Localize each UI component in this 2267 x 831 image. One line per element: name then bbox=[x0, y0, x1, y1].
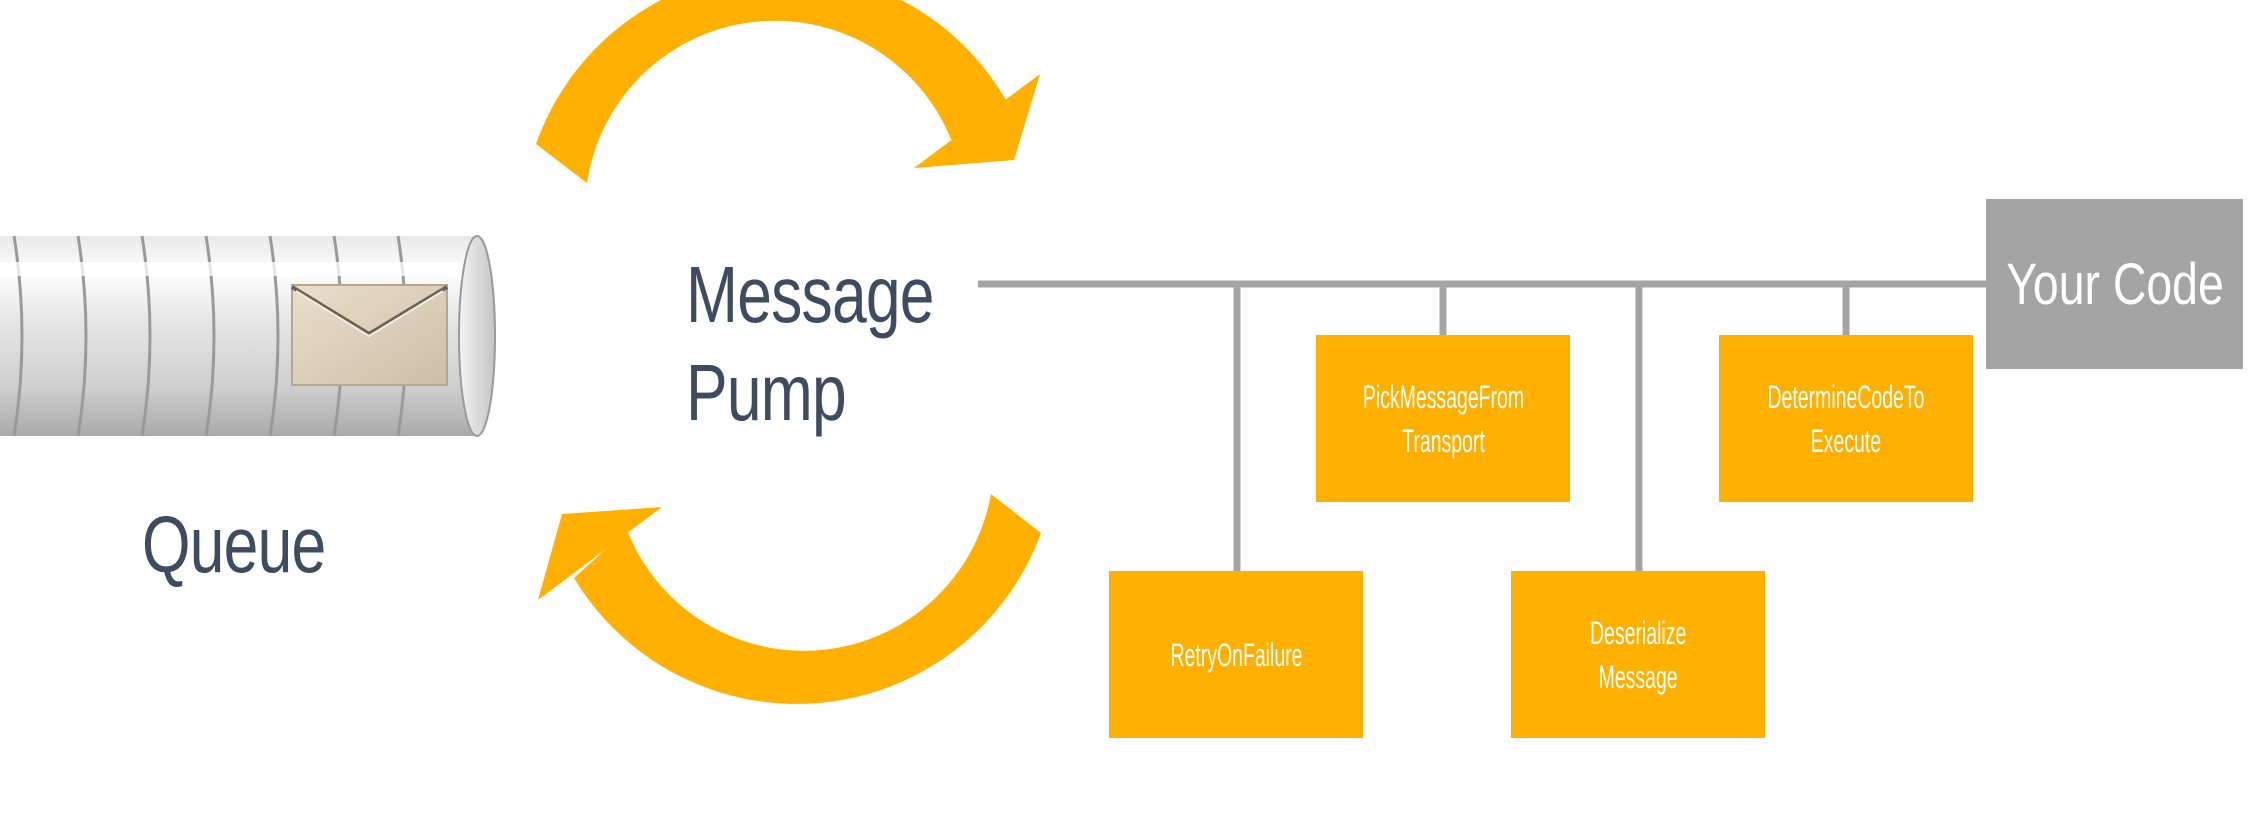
envelope-icon bbox=[290, 284, 449, 386]
step-retry-on-failure: RetryOnFailure bbox=[1109, 571, 1363, 738]
step-determine-code-to-execute: DetermineCodeTo Execute bbox=[1719, 335, 1973, 502]
step-label-line2: Execute bbox=[1810, 422, 1882, 459]
step-label-line1: PickMessageFrom bbox=[1362, 378, 1524, 415]
pump-label-line2: Pump bbox=[686, 348, 847, 437]
your-code-label: Your Code bbox=[2005, 251, 2224, 317]
step-deserialize-message: Deserialize Message bbox=[1511, 571, 1765, 738]
step-label-line2: Transport bbox=[1401, 422, 1485, 459]
step-pick-message-from-transport: PickMessageFrom Transport bbox=[1316, 335, 1570, 502]
step-label-line2: Message bbox=[1598, 658, 1678, 695]
pump-label-line1: Message bbox=[686, 250, 935, 339]
step-label-line1: Deserialize bbox=[1589, 614, 1687, 651]
connector-lines bbox=[978, 280, 1990, 573]
your-code-box: Your Code bbox=[1986, 199, 2243, 369]
step-label-line1: RetryOnFailure bbox=[1169, 636, 1302, 673]
cycle-arrow-bottom bbox=[538, 494, 1041, 704]
cycle-arrow-top bbox=[536, 0, 1040, 183]
step-label-line1: DetermineCodeTo bbox=[1767, 378, 1925, 415]
message-pump-label: Message Pump bbox=[686, 246, 935, 442]
queue-label: Queue bbox=[142, 500, 326, 589]
